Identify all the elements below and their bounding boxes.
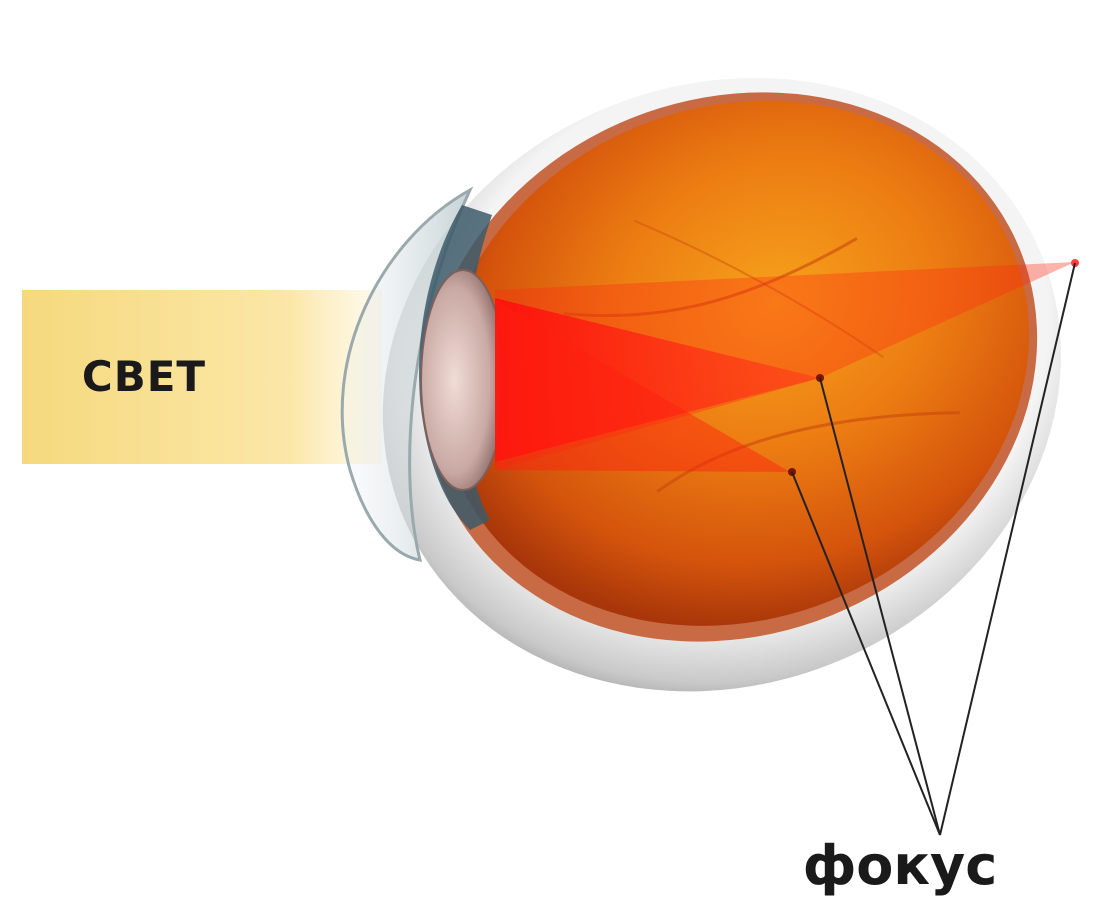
lens	[421, 270, 505, 490]
focus-label: фокус	[770, 830, 1030, 900]
light-label: СВЕТ	[24, 290, 264, 462]
